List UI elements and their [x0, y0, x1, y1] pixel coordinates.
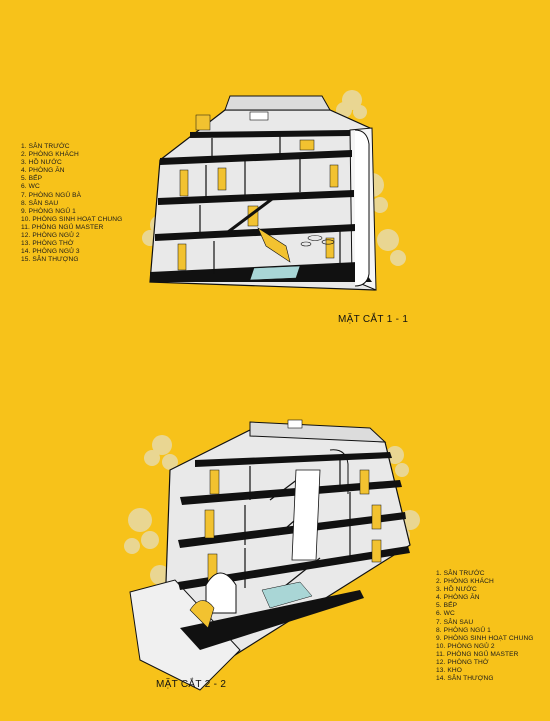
pool-2 [261, 581, 313, 609]
floor-slabs-2 [178, 452, 410, 650]
stair-1 [227, 194, 277, 234]
legend-item: 6. WC [21, 183, 40, 191]
legend-item: 14. PHÒNG NGỦ 3 [21, 248, 80, 256]
legend-item: 13. PHÒNG THỜ [21, 240, 74, 248]
legend-item: 2. PHÒNG KHÁCH [21, 151, 79, 159]
legend-item: 11. PHÒNG NGỦ MASTER [436, 650, 519, 658]
legend-item: 1. SÂN TRƯỚC [436, 570, 485, 577]
legend-item: 7. SÂN SAU [436, 618, 474, 626]
legend-item: 7. PHÒNG NGỦ BÀ [21, 191, 82, 199]
legend-item: 4. PHÒNG ĂN [436, 594, 480, 602]
legend-item: 8. PHÒNG NGỦ 1 [436, 626, 491, 634]
legend-item: 5. BẾP [436, 602, 458, 610]
pool-1 [249, 265, 301, 281]
tree-right-2 [386, 446, 420, 543]
legend-item: 2. PHÒNG KHÁCH [436, 578, 494, 586]
tree-left-2 [124, 435, 178, 585]
legend-item: 10. PHÒNG NGỦ 2 [436, 642, 495, 650]
legend-item: 9. PHÒNG SINH HOẠT CHUNG [436, 634, 534, 642]
section-2-title: MẶT CẮT 2 - 2 [156, 679, 227, 690]
legend-item: 12. PHÒNG NGỦ 2 [21, 232, 80, 240]
legend-item: 9. PHÒNG NGỦ 1 [21, 207, 76, 215]
legend-item: 3. HỒ NƯỚC [436, 586, 477, 594]
legend-item: 15. SÂN THƯỢNG [21, 256, 79, 264]
legend-item: 14. SÂN THƯỢNG [436, 675, 494, 683]
legend-item: 8. SÂN SAU [21, 199, 59, 207]
legend-item: 12. PHÒNG THỜ [436, 659, 489, 667]
legend-item: 5. BẾP [21, 175, 43, 183]
legend-item: 3. HỒ NƯỚC [21, 159, 62, 167]
legend-item: 6. WC [436, 610, 455, 618]
accent-panels-1 [177, 114, 339, 271]
section-1-title: MẶT CẮT 1 - 1 [338, 314, 409, 325]
legend-item: 1. SÂN TRƯỚC [21, 143, 70, 150]
legend-item: 13. KHO [436, 667, 462, 675]
legend-item: 11. PHÒNG NGỦ MASTER [21, 223, 104, 231]
legend-item: 10. PHÒNG SINH HOẠT CHUNG [21, 215, 123, 223]
legend-item: 4. PHÒNG ĂN [21, 167, 65, 175]
accent-panels-2 [204, 469, 382, 583]
